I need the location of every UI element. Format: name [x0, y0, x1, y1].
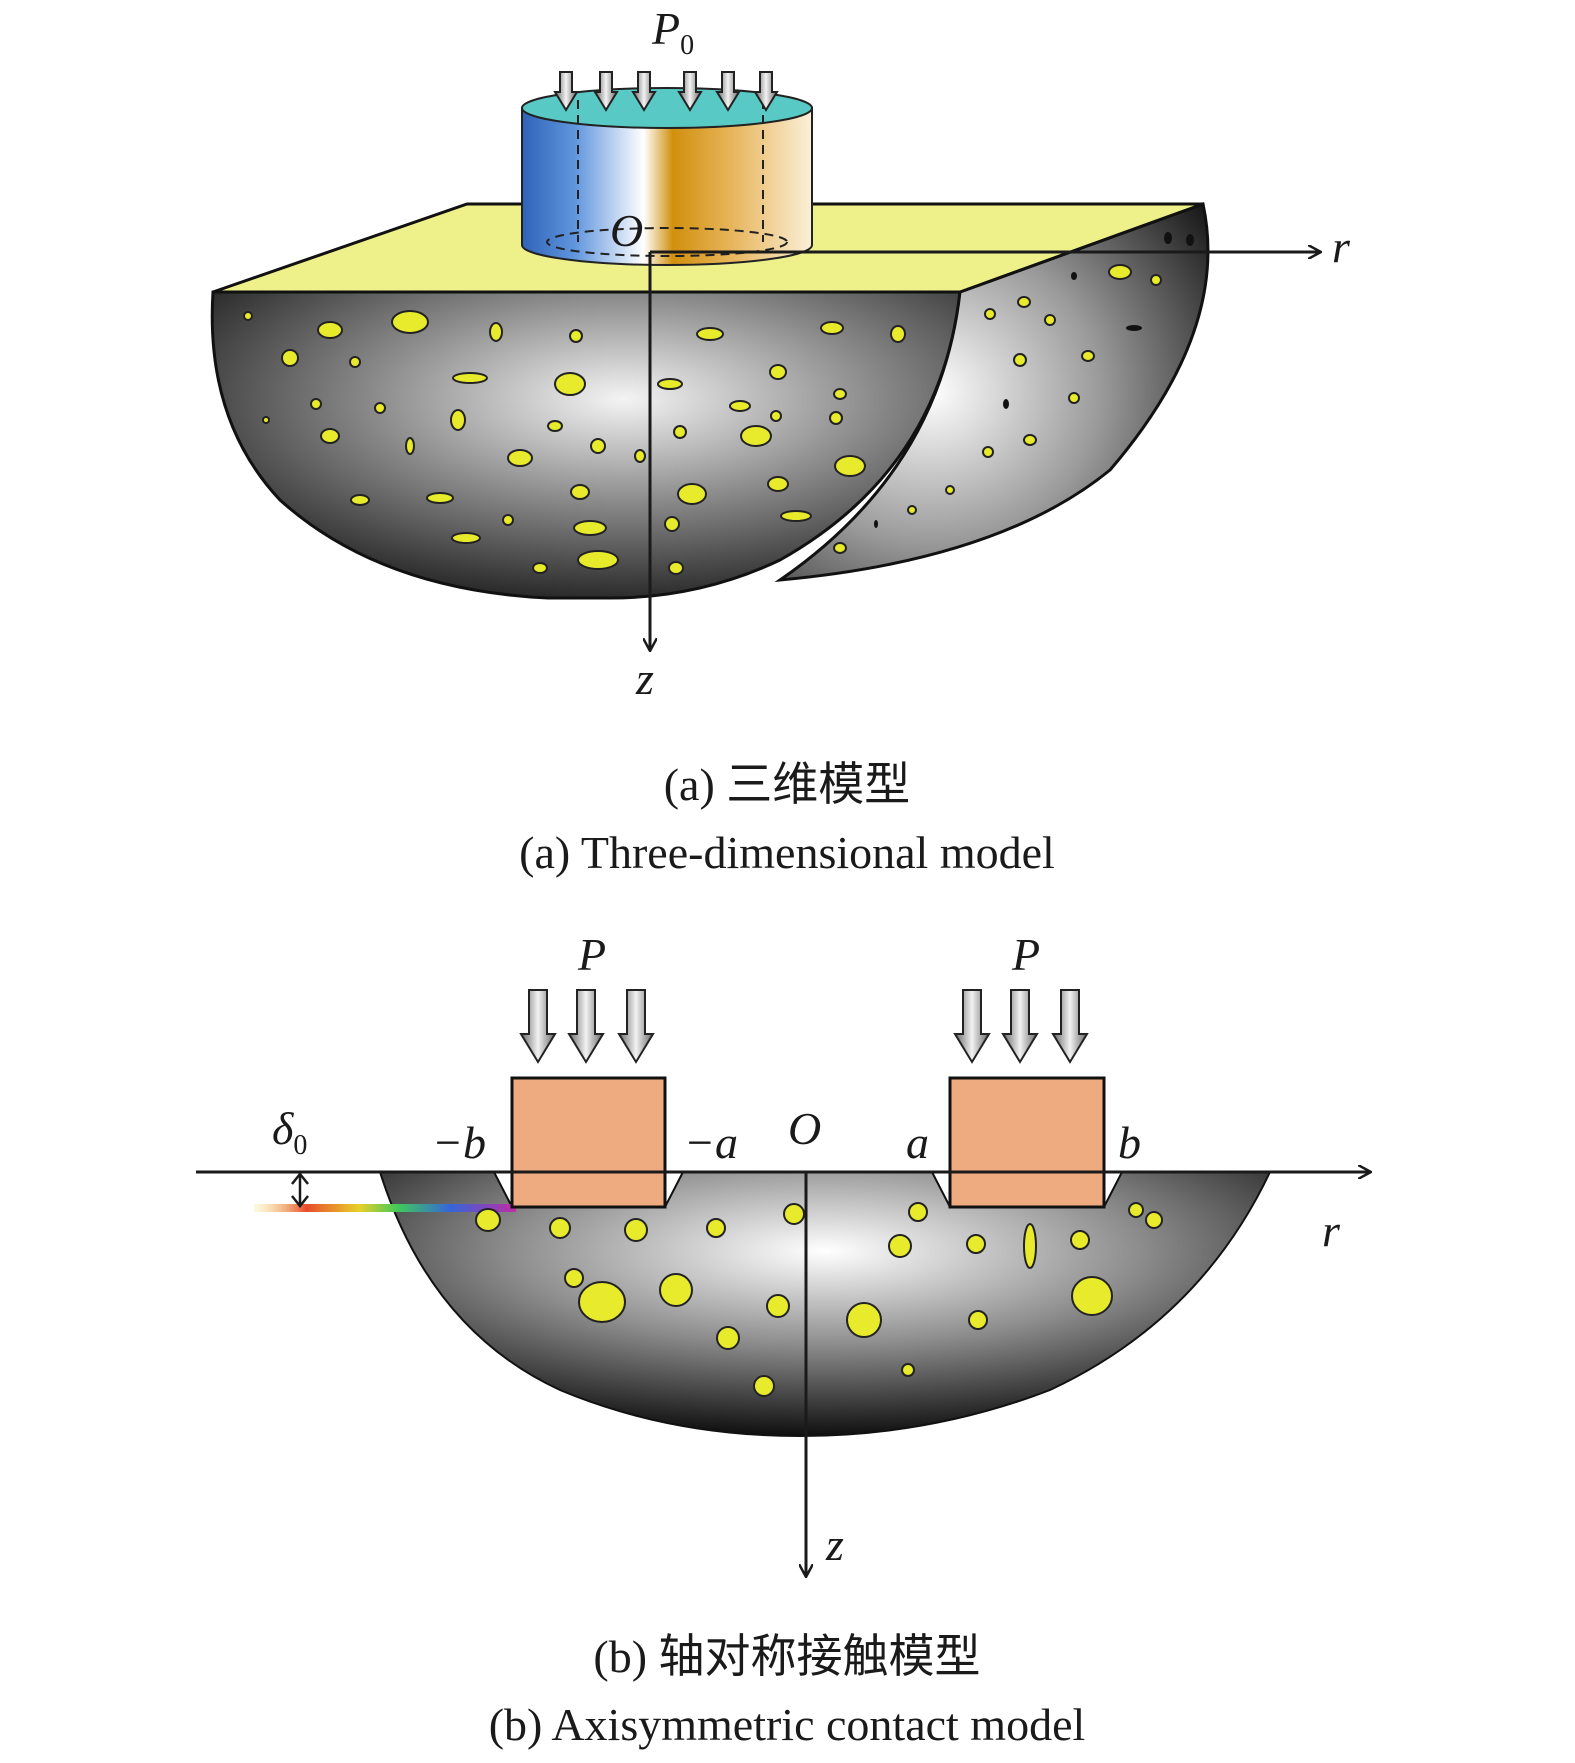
cylinder-body	[521, 107, 813, 266]
z-axis-label-a: z	[635, 653, 654, 704]
load-arrow-a-3	[631, 71, 657, 112]
load-arrow-b-5	[1001, 989, 1039, 1064]
cylindrical-punch	[521, 87, 813, 266]
cylinder-hidden-lines	[577, 100, 764, 242]
settlement-indicator	[291, 1171, 309, 1209]
load-arrow-a-5	[715, 71, 741, 112]
load-arrow-b-3	[617, 989, 655, 1064]
load-subscript: 0	[680, 30, 694, 61]
a-label: a	[906, 1117, 929, 1168]
caption-a-en: (a) Three-dimensional model	[519, 827, 1055, 878]
soil-side-face	[774, 202, 1210, 583]
panel-b-axisymmetric-model: P P δ0 −b −a O a b r z (b) 轴对称接触模型 (b) A…	[196, 929, 1370, 1750]
soil-cross-section	[378, 1171, 1272, 1438]
load-arrow-b-1	[519, 989, 557, 1064]
contact-area-dashed	[546, 227, 788, 257]
load-arrow-b-4	[953, 989, 991, 1064]
load-arrow-b-2	[567, 989, 605, 1064]
punch-left	[510, 1076, 667, 1209]
load-arrows-p	[519, 989, 1089, 1064]
r-axis-label-a: r	[1332, 221, 1351, 272]
load-arrow-a-2	[593, 71, 619, 112]
delta-label: δ0	[272, 1103, 307, 1161]
minus-a-label: −a	[684, 1117, 738, 1168]
delta-subscript: 0	[293, 1130, 307, 1161]
displacement-gradient-strip	[254, 1204, 516, 1212]
z-axis-label-b: z	[825, 1519, 844, 1570]
aggregate-particles-side	[833, 264, 1162, 554]
caption-a-cn: (a) 三维模型	[664, 759, 911, 810]
voids-side	[874, 232, 1194, 528]
origin-label-b: O	[788, 1103, 821, 1154]
load-arrow-a-1	[553, 71, 579, 112]
load-arrow-a-6	[753, 71, 779, 112]
r-axis-label-b: r	[1322, 1205, 1341, 1256]
cylinder-top	[521, 87, 813, 129]
aggregate-particles-front	[243, 310, 906, 575]
aggregate-particles-b	[475, 1202, 1163, 1397]
load-arrow-a-4	[677, 71, 703, 112]
load-arrow-b-6	[1051, 989, 1089, 1064]
load-label-p0: P0	[651, 3, 694, 61]
caption-b-cn: (b) 轴对称接触模型	[593, 1631, 980, 1682]
load-arrows-p0	[553, 71, 779, 112]
minus-b-label: −b	[432, 1117, 486, 1168]
punch-right	[948, 1076, 1106, 1209]
load-label-left: P	[577, 929, 606, 980]
caption-b-en: (b) Axisymmetric contact model	[489, 1699, 1086, 1750]
panel-a-3d-model: P0 O r z (a) 三维模型 (a) Three-dimensional …	[210, 3, 1351, 878]
load-label-right: P	[1011, 929, 1040, 980]
origin-label-a: O	[610, 205, 643, 256]
b-label: b	[1118, 1117, 1141, 1168]
